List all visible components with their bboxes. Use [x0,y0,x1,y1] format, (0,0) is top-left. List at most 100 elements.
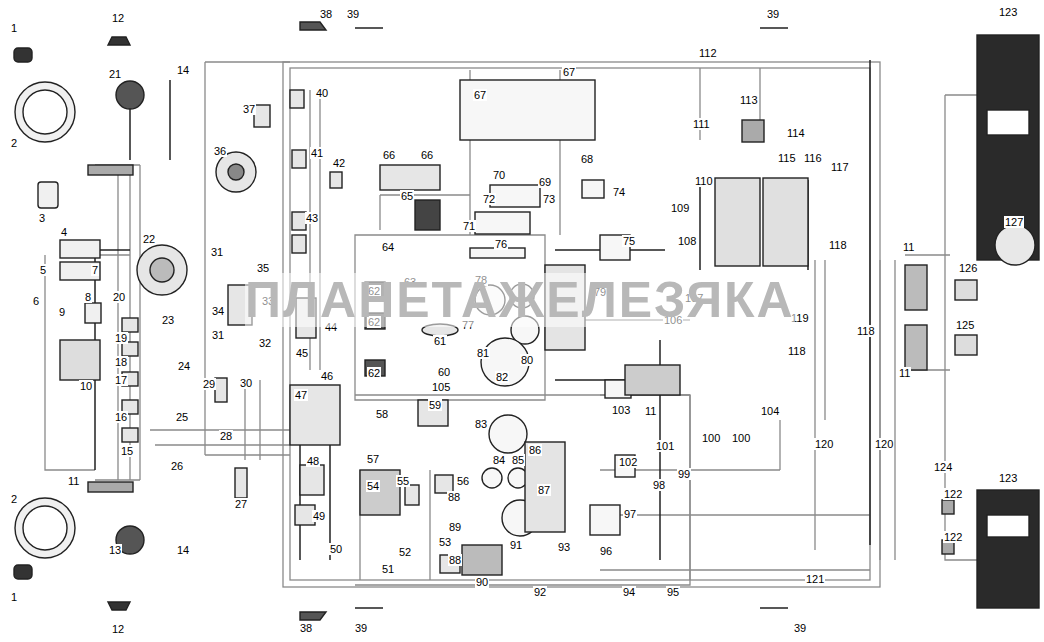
callout-number: 21 [108,68,122,80]
callout-number: 34 [211,305,225,317]
callout-number: 109 [670,202,690,214]
callout-number: 71 [462,220,476,232]
callout-number: 123 [998,472,1018,484]
callout-number: 48 [306,455,320,467]
callout-number: 58 [375,408,389,420]
callout-number: 36 [213,145,227,157]
callout-number: 51 [381,563,395,575]
callout-number: 20 [112,291,126,303]
callout-number: 103 [611,404,631,416]
callout-number: 18 [114,356,128,368]
callout-number: 5 [39,264,47,276]
callout-number: 19 [114,332,128,344]
callout-number: 114 [786,127,806,139]
callout-number: 65 [400,190,414,202]
callout-number: 100 [701,432,721,444]
callout-number: 25 [175,411,189,423]
callout-number: 90 [475,576,489,588]
callout-number: 32 [258,337,272,349]
callout-number: 81 [476,347,490,359]
callout-number: 9 [58,306,66,318]
callout-number: 7 [91,264,99,276]
callout-number: 70 [492,169,506,181]
callout-number: 59 [428,399,442,411]
callout-number: 122 [943,531,963,543]
callout-number: 14 [176,544,190,556]
callout-number: 31 [210,246,224,258]
callout-number: 60 [437,366,451,378]
callout-number: 69 [538,176,552,188]
callout-number: 91 [509,539,523,551]
callout-number: 92 [533,586,547,598]
callout-number: 123 [998,6,1018,18]
callout-number: 61 [433,335,447,347]
callout-number: 84 [492,454,506,466]
callout-number: 111 [692,118,711,130]
callout-number: 46 [320,370,334,382]
callout-number: 85 [511,454,525,466]
watermark: ПЛАНЕТАЖЕЛЕЗЯКА [245,273,795,327]
callout-number: 68 [580,153,594,165]
callout-number: 104 [760,405,780,417]
callout-number: 97 [623,508,637,520]
callout-number: 1 [10,591,18,603]
callout-number: 117 [830,161,850,173]
callout-number: 2 [10,137,18,149]
callout-number: 13 [108,544,122,556]
callout-number: 93 [557,541,571,553]
callout-number: 102 [618,456,638,468]
callout-number: 23 [161,314,175,326]
callout-number: 89 [448,521,462,533]
callout-number: 49 [312,510,326,522]
callout-number: 120 [874,438,894,450]
callout-number: 39 [346,8,360,20]
callout-number: 40 [315,87,329,99]
callout-number: 121 [805,573,825,585]
callout-number: 41 [310,147,324,159]
callout-number: 105 [431,381,451,393]
callout-number: 50 [329,543,343,555]
callout-number: 110 [694,175,714,187]
callout-number: 24 [177,360,191,372]
callout-number: 96 [599,545,613,557]
callout-number: 22 [142,233,156,245]
callout-number: 15 [120,445,134,457]
callout-number: 39 [354,622,368,634]
callout-number: 38 [319,8,333,20]
callout-number: 3 [38,212,46,224]
callout-number: 67 [473,89,487,101]
callout-number: 11 [898,367,911,379]
callout-number: 116 [803,152,823,164]
callout-number: 66 [382,149,396,161]
callout-number: 94 [622,586,636,598]
callout-number: 16 [114,411,128,423]
callout-number: 120 [814,438,834,450]
callout-number: 47 [294,389,308,401]
callout-number: 54 [366,480,380,492]
callout-number: 108 [677,235,697,247]
callout-number: 127 [1004,216,1024,228]
callout-number: 118 [787,345,807,357]
callout-number: 75 [622,235,636,247]
callout-number: 124 [933,461,953,473]
callout-number: 11 [902,241,915,253]
callout-number: 115 [777,152,797,164]
callout-number: 29 [202,378,216,390]
callout-number: 83 [474,418,488,430]
callout-number: 26 [170,460,184,472]
callout-number: 27 [234,498,248,510]
callout-number: 37 [242,103,256,115]
callout-number: 30 [239,377,253,389]
callout-number: 42 [332,157,346,169]
callout-number: 43 [305,212,319,224]
callout-number: 28 [219,430,233,442]
callout-number: 67 [562,66,576,78]
callout-number: 101 [655,440,675,452]
callout-number: 10 [79,380,93,392]
callout-number: 12 [111,623,125,635]
callout-number: 8 [84,291,92,303]
callout-number: 57 [366,453,380,465]
callout-number: 125 [955,319,975,331]
callout-number: 95 [666,586,680,598]
callout-number: 126 [958,262,978,274]
